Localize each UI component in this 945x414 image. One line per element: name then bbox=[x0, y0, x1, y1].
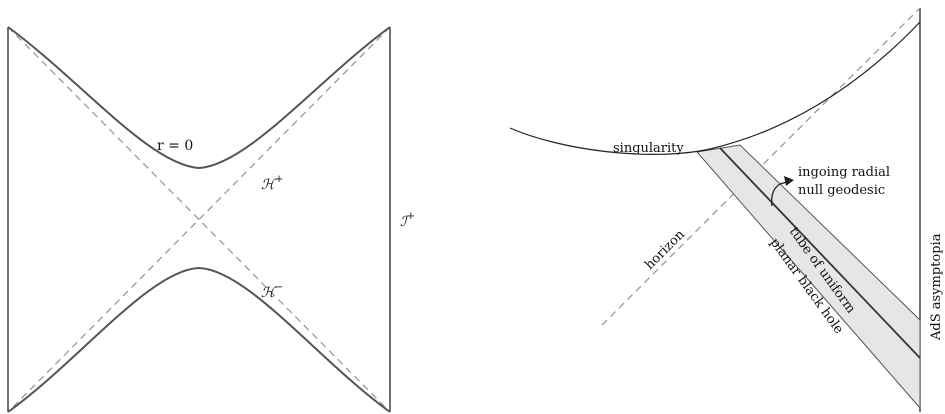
geodesic-label-line2: null geodesic bbox=[798, 183, 885, 198]
singularity-curve bbox=[509, 21, 921, 155]
horizon-label: horizon bbox=[642, 227, 688, 273]
ingoing-null-geodesic bbox=[719, 147, 921, 359]
future-singularity-curve bbox=[7, 26, 391, 170]
past-horizon-label: ℋ− bbox=[261, 282, 283, 301]
singularity-label: singularity bbox=[613, 141, 684, 156]
arrowhead bbox=[784, 176, 794, 186]
geodesic-label-line1: ingoing radial bbox=[798, 165, 890, 180]
geodesic-pointer-arrow bbox=[771, 180, 791, 207]
horizon-line bbox=[601, 7, 921, 326]
black-brane-penrose-diagram: r = 0 ℋ+ ℋ− ℐ+ bbox=[7, 26, 415, 413]
ads-asymptopia-label: AdS asymptopia bbox=[929, 233, 944, 341]
black-hole-tube bbox=[696, 144, 921, 410]
horizon-diagonal-1 bbox=[7, 26, 391, 413]
future-horizon-label: ℋ+ bbox=[261, 174, 283, 193]
r-equals-zero-label: r = 0 bbox=[157, 138, 193, 154]
scri-plus-label: ℐ+ bbox=[400, 211, 415, 230]
past-singularity-curve bbox=[7, 266, 391, 413]
falling-shell-diagram: singularity horizon ingoing radial null … bbox=[509, 7, 944, 412]
horizon-diagonal-2 bbox=[7, 26, 391, 413]
